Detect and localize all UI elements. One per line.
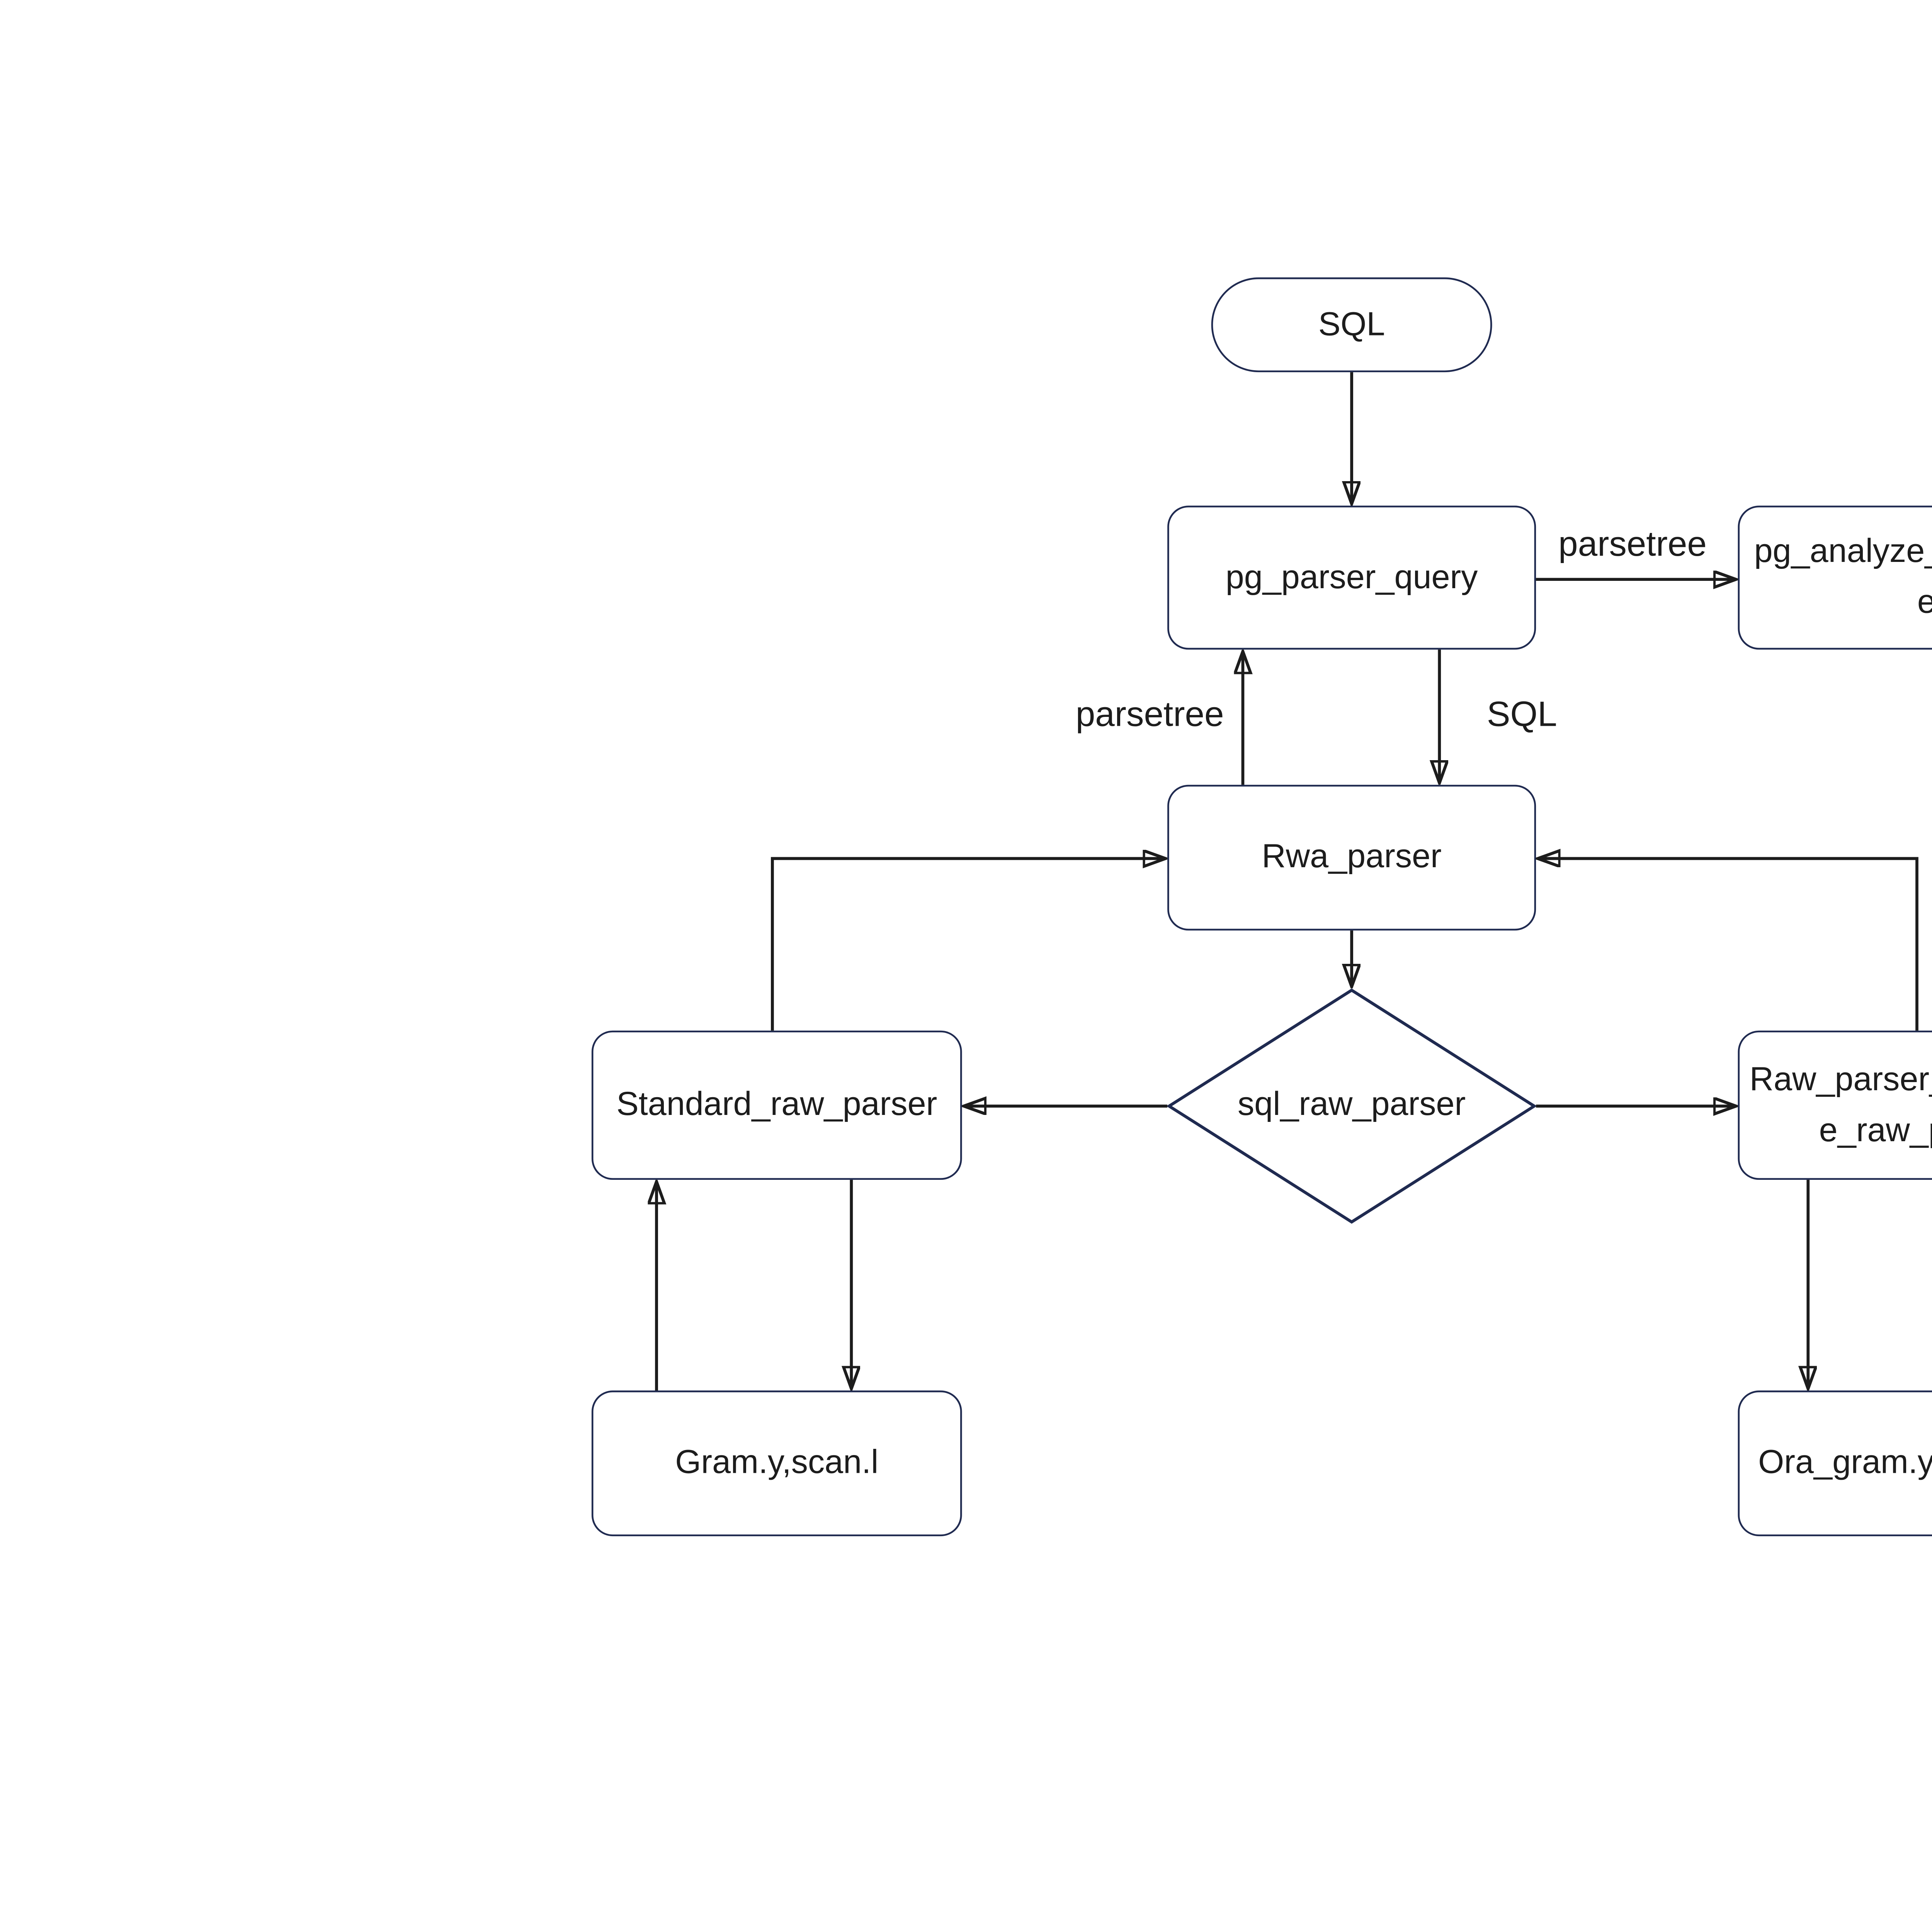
node-rwa-parser-label: Rwa_parser [1262,839,1442,876]
node-pg-analyze-and-rewrite-label-line2: e [1917,578,1932,629]
diamond-shape-icon [1166,988,1537,1224]
node-pg-parser-query: pg_parser_query [1167,505,1536,650]
node-sql-raw-parser: sql_raw_parser [1166,988,1537,1224]
edge-label-sql-mid: SQL [1486,696,1557,735]
node-sql-start-label: SQL [1318,306,1385,344]
node-raw-parser-hook: Raw_parser_hook(oracl e_raw_parser) [1738,1030,1932,1180]
edge-label-parsetree-mid: parsetree [1075,696,1224,735]
node-pg-analyze-and-rewrite-label-line1: pg_analyze_and_rewrit [1754,534,1932,571]
node-raw-parser-hook-label-line2: e_raw_parser) [1819,1112,1932,1149]
node-ora-gram-scan: Ora_gram.y,ora_scan.l [1738,1390,1932,1537]
node-sql-raw-parser-label: sql_raw_parser [1238,1087,1466,1124]
node-standard-raw-parser: Standard_raw_parser [591,1030,962,1180]
edge-standardrawparser-to-rwaparser [771,859,1164,1031]
node-pg-analyze-and-rewrite: pg_analyze_and_rewrit e [1738,505,1932,650]
node-gram-scan-label: Gram.y,scan.l [675,1445,879,1482]
node-standard-raw-parser-label: Standard_raw_parser [616,1087,937,1124]
node-gram-scan: Gram.y,scan.l [591,1390,962,1537]
edge-label-parsetree-top: parsetree [1558,526,1707,565]
node-pg-parser-query-label: pg_parser_query [1225,559,1478,596]
node-rwa-parser: Rwa_parser [1167,785,1536,931]
node-ora-gram-scan-label: Ora_gram.y,ora_scan.l [1758,1445,1932,1482]
node-raw-parser-hook-label-line1: Raw_parser_hook(oracl [1749,1061,1932,1098]
edge-rawparserhook-to-rwaparser [1539,859,1918,1031]
node-sql-start: SQL [1211,277,1492,373]
